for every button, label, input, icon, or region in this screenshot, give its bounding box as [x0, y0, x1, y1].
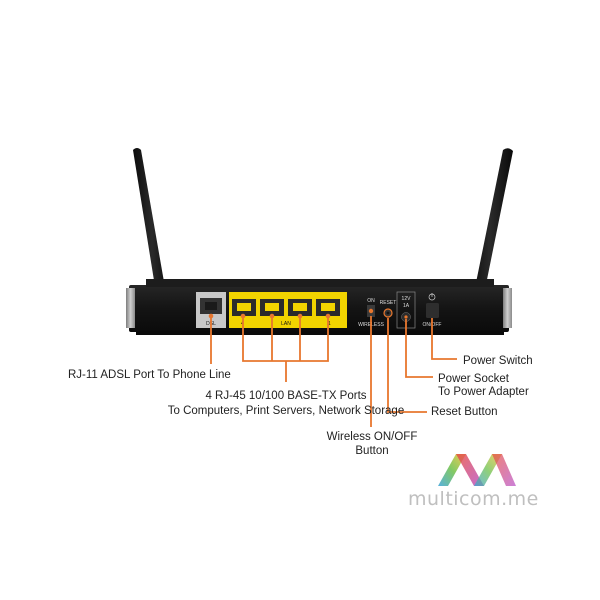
rj45-callout-line1: 4 RJ-45 10/100 BASE-TX Ports: [205, 390, 367, 402]
power-socket-leader: [405, 319, 433, 378]
reset-label: RESET: [380, 300, 397, 306]
lan-label: LAN: [281, 321, 291, 327]
power-socket-callout-line2: To Power Adapter: [438, 386, 529, 398]
power-socket-callout-line1: Power Socket: [438, 373, 509, 385]
watermark-text: multicom.me: [408, 488, 539, 510]
lan-port-1-number: 1: [328, 321, 331, 327]
callout-lines: [208, 313, 457, 427]
lan-port-4[interactable]: [316, 299, 340, 316]
reset-button[interactable]: RESET: [380, 300, 397, 318]
amperage-label: 1A: [403, 303, 410, 309]
rj45-callout-line2: To Computers, Print Servers, Network Sto…: [167, 405, 405, 417]
multicom-logo-icon: [438, 454, 516, 486]
power-switch-leader: [431, 318, 457, 360]
lan-port-3[interactable]: [288, 299, 312, 316]
lan-ports: 4 LAN 1: [229, 292, 347, 328]
rj11-callout: RJ-11 ADSL Port To Phone Line: [68, 369, 231, 381]
voltage-label: 12V: [402, 296, 412, 302]
left-side-cap: [126, 288, 135, 328]
wireless-callout-line1: Wireless ON/OFF: [326, 431, 418, 443]
power-socket[interactable]: 12V 1A: [396, 291, 416, 329]
lan-port-1[interactable]: [232, 299, 256, 316]
wireless-callout-line2: Button: [355, 445, 389, 457]
reset-leader: [387, 318, 427, 413]
lan-port-2[interactable]: [260, 299, 284, 316]
reset-callout: Reset Button: [431, 406, 498, 418]
right-side-cap: [503, 288, 512, 328]
on-label: ON: [367, 298, 375, 304]
power-switch-callout: Power Switch: [463, 355, 533, 367]
